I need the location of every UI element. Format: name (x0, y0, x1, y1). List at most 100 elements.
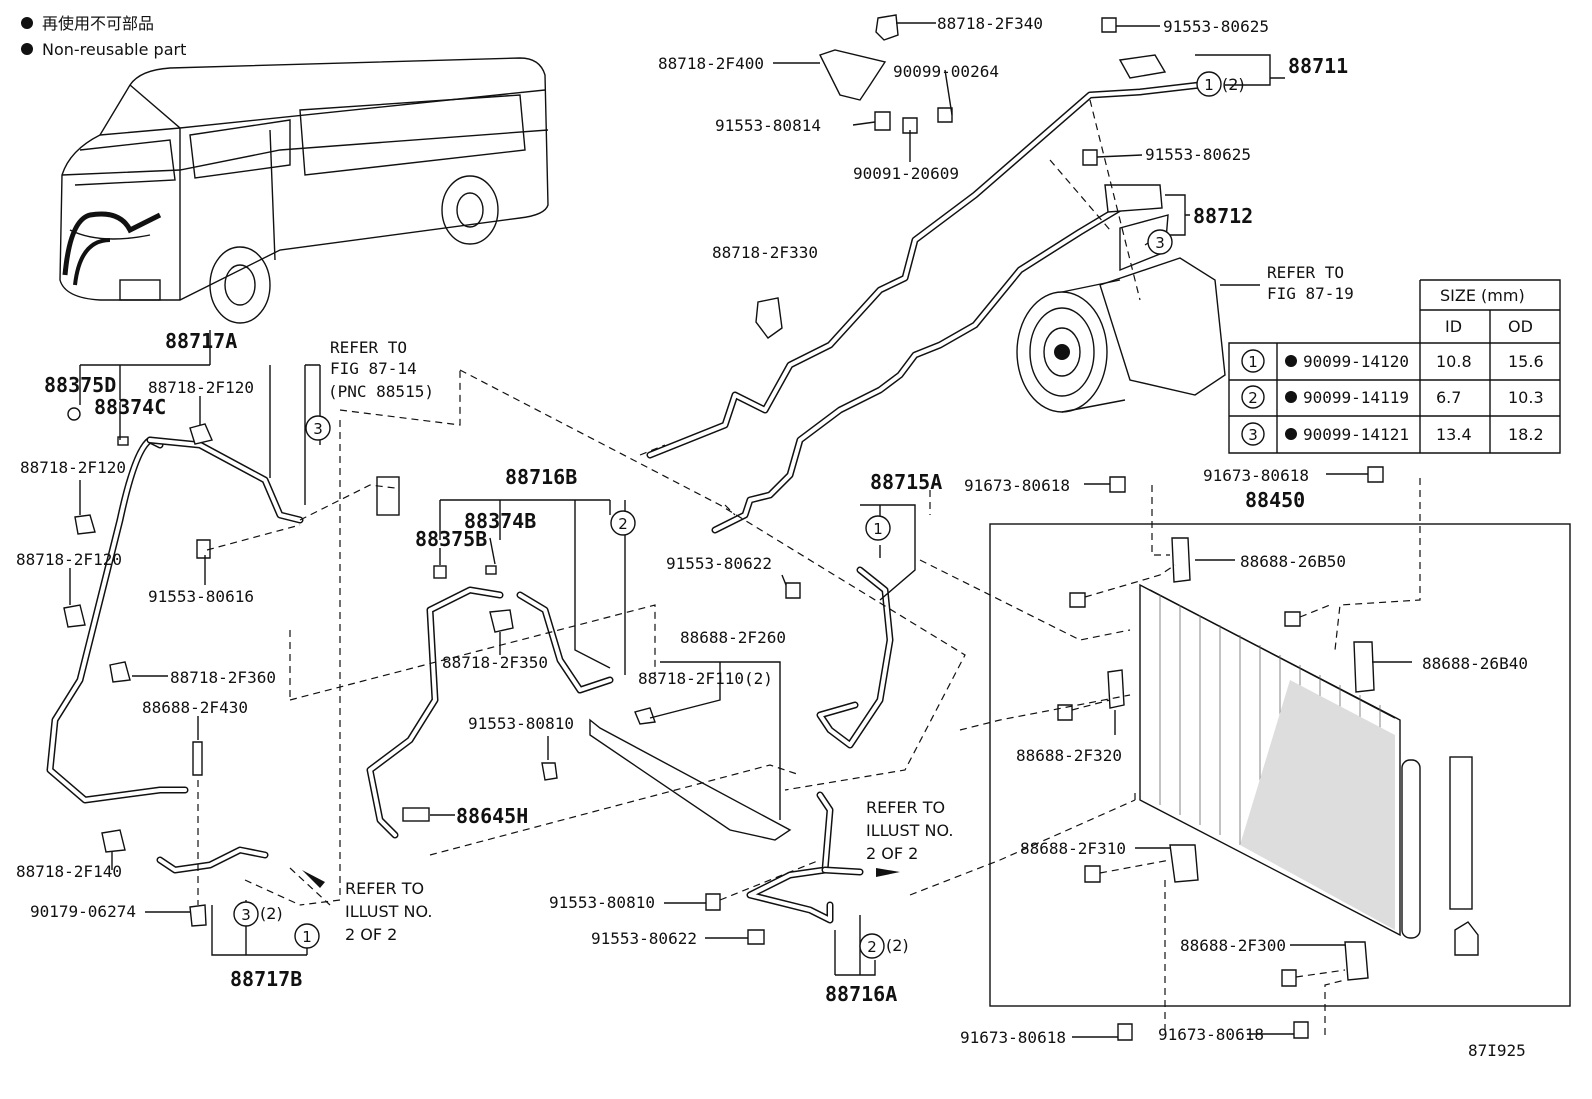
label-88718-2F350: 88718-2F350 (442, 653, 548, 672)
bolt-icon (1101, 17, 1117, 33)
non-reusable-dot-icon (1285, 391, 1297, 403)
bolt-icon (874, 111, 891, 131)
label-88716A: 88716A (825, 982, 897, 1006)
ref-illust-b-line3: 2 OF 2 (866, 844, 918, 863)
size-table-key: 2 (1248, 389, 1258, 407)
label-88688-2F300: 88688-2F300 (1180, 936, 1286, 955)
plug-icon (189, 904, 207, 927)
size-table: SIZE (mm) ID OD 1 90099-14120 10.8 15.6 … (1228, 279, 1561, 454)
clip-icon (67, 407, 81, 421)
clip-icon (485, 565, 497, 575)
clip-icon (433, 565, 447, 579)
callout-1-near-88715A: 1 (865, 515, 891, 541)
bolt-icon (196, 539, 211, 559)
label-88716B: 88716B (505, 465, 577, 489)
callout-2-near-88716A: 2 (859, 933, 885, 959)
bracket-icon (1344, 941, 1369, 981)
bolt-icon (192, 741, 203, 776)
svg-text:3: 3 (1155, 234, 1165, 252)
label-88374B: 88374B (464, 509, 536, 533)
bolt-icon (785, 582, 801, 599)
ref-fig-87-14-line1: REFER TO (330, 338, 407, 357)
callout-3-near-88717B: 3 (233, 901, 259, 927)
label-91553-80616: 91553-80616 (148, 587, 254, 606)
legend: 再使用不可部品 Non-reusable part (21, 14, 186, 59)
bracket-icon (819, 49, 887, 101)
ref-illust-b-line2: ILLUST NO. (866, 821, 953, 840)
callouts: 1 (2) 3 3 2 1 3 (2) 1 2 (2) (233, 71, 1245, 959)
arrow-icon (876, 868, 900, 877)
size-table-od: 15.6 (1508, 352, 1544, 371)
label-88718-2F140: 88718-2F140 (16, 862, 122, 881)
label-88718-2F330: 88718-2F330 (712, 243, 818, 262)
arrows (302, 868, 900, 888)
bolt-icon (1082, 149, 1098, 166)
leader-lines (69, 22, 1412, 1038)
label-88718-2F120-low: 88718-2F120 (16, 550, 122, 569)
ref-fig-87-19-line2: FIG 87-19 (1267, 284, 1354, 303)
qty-label: (2) (1222, 75, 1245, 94)
svg-text:1: 1 (302, 928, 312, 946)
svg-text:1: 1 (873, 520, 883, 538)
label-91553-80814: 91553-80814 (715, 116, 821, 135)
size-table-header: SIZE (mm) (1440, 286, 1525, 305)
bolt-icon (937, 107, 953, 123)
clamp-icon (74, 514, 96, 535)
bolt-icon (1284, 611, 1301, 627)
svg-text:2: 2 (867, 938, 877, 956)
bolt-icon (902, 117, 918, 134)
bolt-icon (1117, 1023, 1133, 1041)
clip-icon (117, 436, 129, 446)
svg-text:2: 2 (618, 515, 628, 533)
ref-illust-a-line1: REFER TO (345, 879, 424, 898)
qty-label: (2) (886, 936, 909, 955)
bracket-icon (1169, 844, 1199, 883)
label-88645H: 88645H (456, 804, 528, 828)
callout-2-near-88716B: 2 (610, 510, 636, 536)
legend-dot-icon (21, 17, 33, 29)
label-88688-26B50: 88688-26B50 (1240, 552, 1346, 571)
label-88688-2F320: 88688-2F320 (1016, 746, 1122, 765)
label-90099-00264: 90099-00264 (893, 62, 999, 81)
qty-label: (2) (260, 904, 283, 923)
label-88715A: 88715A (870, 470, 942, 494)
label-88711: 88711 (1288, 54, 1348, 78)
label-88375D: 88375D (44, 373, 116, 397)
label-88718-2F340: 88718-2F340 (937, 14, 1043, 33)
label-91673-80618-d: 91673-80618 (1158, 1025, 1264, 1044)
label-88688-26B40: 88688-26B40 (1422, 654, 1528, 673)
size-table-part: 90099-14119 (1303, 388, 1409, 407)
arrow-icon (302, 870, 325, 888)
non-reusable-dot-icon (1285, 428, 1297, 440)
label-91553-80625-mid: 91553-80625 (1145, 145, 1251, 164)
label-91673-80618-a: 91673-80618 (964, 476, 1070, 495)
svg-text:3: 3 (313, 420, 323, 438)
legend-english: Non-reusable part (42, 40, 186, 59)
callout-3-near-88712: 3 (1147, 229, 1173, 255)
bolt-icon (875, 14, 899, 41)
pipes (46, 81, 1204, 924)
bolt-icon (541, 762, 558, 781)
bracket-icon (1171, 537, 1191, 583)
ref-fig-87-14-line3: (PNC 88515) (328, 382, 434, 401)
label-88718-2F120-mid: 88718-2F120 (20, 458, 126, 477)
part-labels: 88718-2F340 91553-80625 88718-2F400 9009… (16, 14, 1528, 1060)
size-table-row: 2 90099-14119 6.7 10.3 (1241, 385, 1544, 409)
callout-1-near-88711: 1 (1196, 71, 1222, 97)
figure-id: 87I925 (1468, 1041, 1526, 1060)
size-table-od: 10.3 (1508, 388, 1544, 407)
size-table-row: 3 90099-14121 13.4 18.2 (1241, 422, 1544, 446)
label-88688-2F310: 88688-2F310 (1020, 839, 1126, 858)
bolt-icon (1069, 592, 1086, 608)
label-88450: 88450 (1245, 488, 1305, 512)
size-table-part: 90099-14120 (1303, 352, 1409, 371)
label-88717B: 88717B (230, 967, 302, 991)
legend-japanese: 再使用不可部品 (42, 14, 154, 33)
size-table-key: 3 (1248, 426, 1258, 444)
size-table-row: 1 90099-14120 10.8 15.6 (1241, 349, 1544, 373)
label-91673-80618-b: 91673-80618 (1203, 466, 1309, 485)
non-reusable-dot-icon (1285, 355, 1297, 367)
small-parts (63, 14, 1384, 1041)
size-table-col-od: OD (1508, 317, 1533, 336)
